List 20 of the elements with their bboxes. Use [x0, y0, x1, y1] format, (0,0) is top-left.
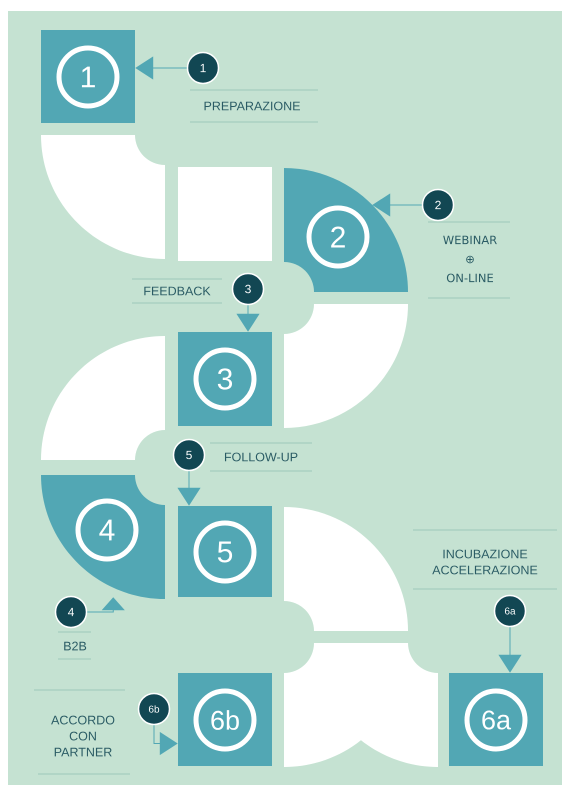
step-label: FEEDBACK	[144, 286, 211, 296]
step-tile: 5	[178, 506, 272, 597]
step-label: FOLLOW-UP	[224, 452, 298, 462]
number-badge: 5	[172, 438, 206, 472]
path-tile	[178, 167, 272, 261]
number-badge: 1	[186, 52, 220, 84]
step-label: WEBINAR ⊕ ON-LINE	[443, 236, 497, 282]
step-label: INCUBAZIONE ACCELERAZIONE	[432, 550, 538, 574]
number-badge: 6b	[138, 692, 170, 726]
number-badge: 6a	[494, 594, 526, 628]
number-badge: 3	[232, 272, 264, 306]
step-tile: 1	[41, 30, 135, 123]
step-tile: 3	[178, 332, 272, 426]
step-label: B2B	[64, 642, 86, 650]
step-label: PREPARAZIONE	[204, 102, 300, 110]
number-badge: 4	[54, 596, 88, 628]
step-tile: 6b	[178, 673, 272, 766]
number-badge: 2	[422, 188, 454, 222]
step-label: ACCORDO CON PARTNER	[51, 716, 114, 756]
step-tile: 6a	[449, 673, 543, 766]
